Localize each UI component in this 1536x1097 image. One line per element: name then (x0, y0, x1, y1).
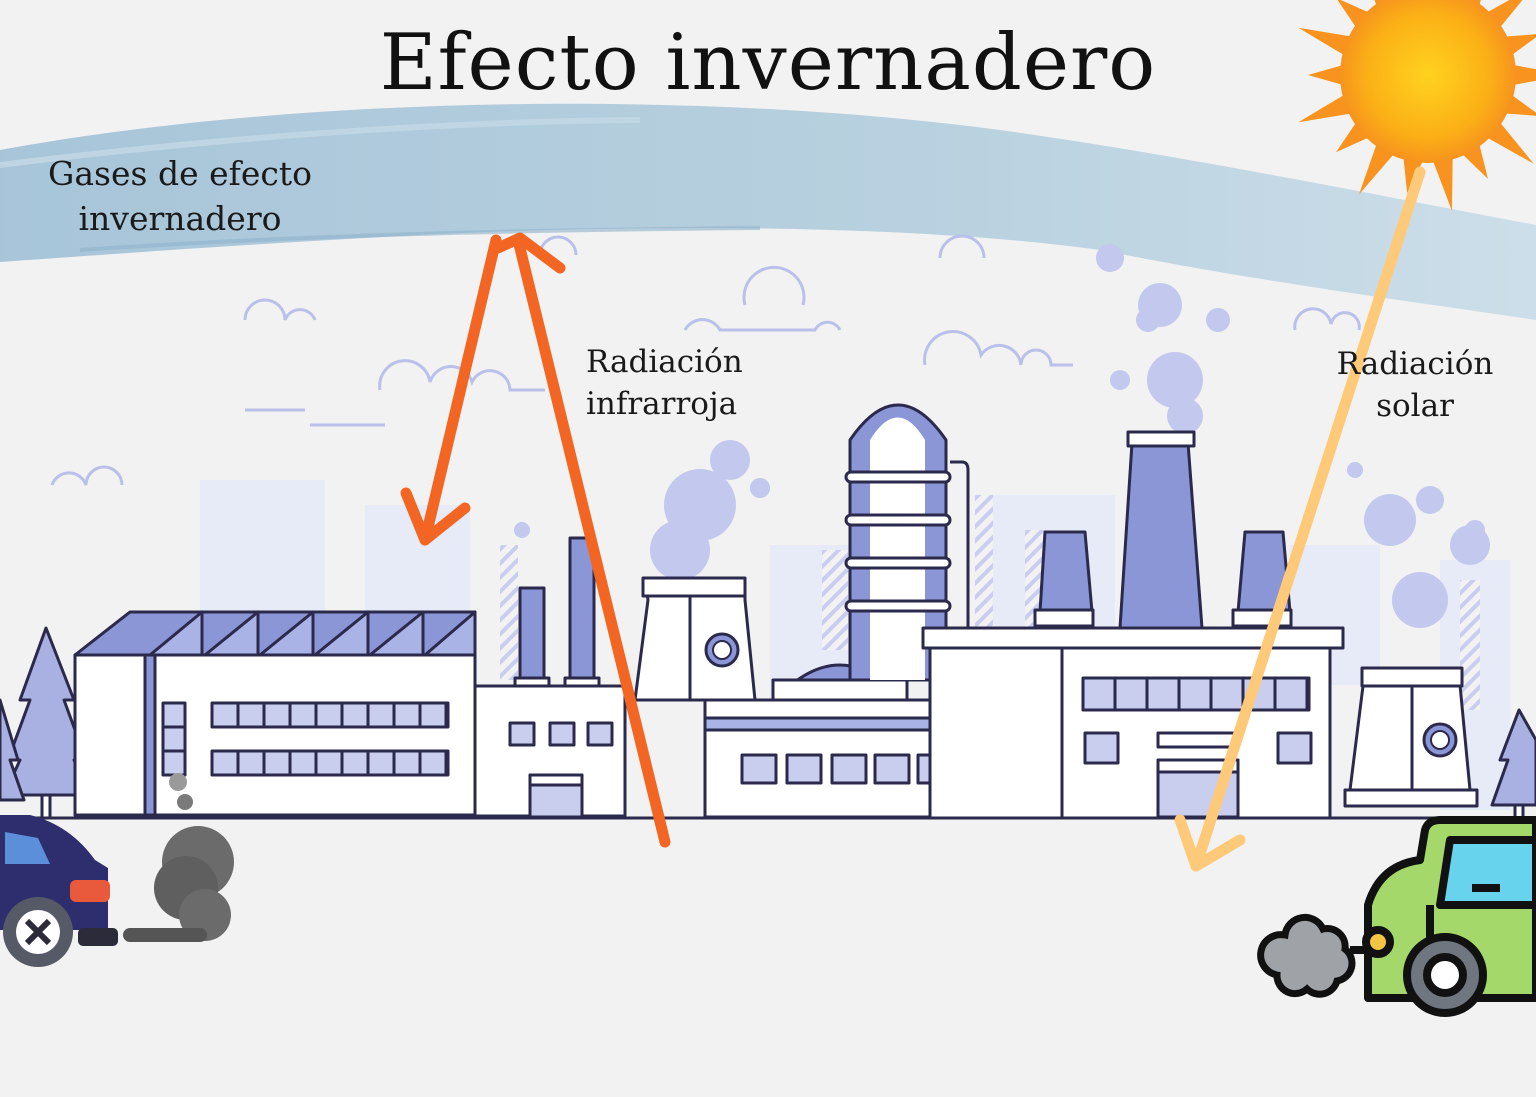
label-line: solar (1376, 387, 1454, 424)
smoke-icon (514, 244, 1490, 628)
solar-radiation-arrow (1174, 166, 1426, 872)
sun-ray (1486, 121, 1534, 164)
solar-radiation-label: Radiación solar (1320, 344, 1510, 428)
greenhouse-gas-band (0, 103, 1536, 320)
page-title: Efecto invernadero (379, 18, 1157, 108)
sun-ray (1432, 156, 1453, 211)
smoke-icon (1257, 913, 1356, 998)
storage-tower (844, 403, 970, 682)
infrared-radiation-arrow (400, 232, 671, 848)
car-icon (0, 815, 118, 967)
smoke-icon (123, 773, 234, 942)
cooling-tower (633, 576, 757, 702)
sun-ray (1359, 142, 1395, 195)
cooling-tower (1343, 666, 1479, 808)
factory-icon (73, 610, 477, 817)
label-line: Radiación (586, 344, 743, 380)
sun-ray (1512, 64, 1536, 86)
sun-ray (1298, 27, 1353, 56)
label-line: Radiación (1336, 346, 1494, 382)
label-line: Gases de efecto (48, 154, 312, 193)
car-icon (1350, 816, 1536, 1017)
tree-icon (0, 626, 1536, 820)
greenhouse-gases-label: Gases de efecto invernadero (20, 152, 340, 241)
label-line: invernadero (78, 198, 282, 238)
sun-ray (1308, 64, 1344, 86)
label-line: infrarroja (586, 385, 738, 422)
infrared-radiation-label: Radiación infrarroja (560, 342, 816, 426)
sun-ray (1298, 94, 1353, 123)
factory-icon (473, 536, 627, 819)
factory-icon (921, 430, 1345, 820)
sun-icon (1298, 0, 1536, 211)
